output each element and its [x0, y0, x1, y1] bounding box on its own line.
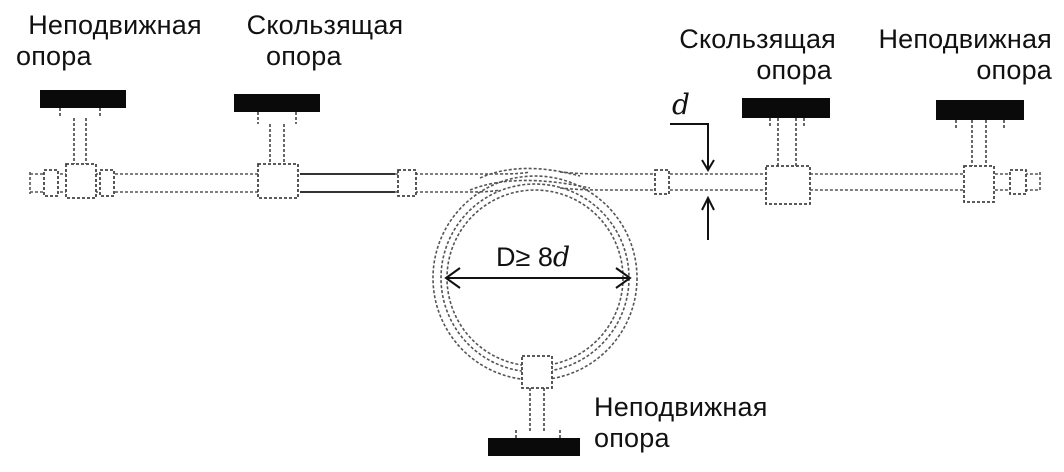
fixed-support-left — [40, 90, 126, 199]
sliding-support-left — [234, 94, 320, 199]
label-line2: опора — [756, 55, 832, 85]
label-line2: опора — [976, 55, 1052, 85]
label-line2: опора — [266, 41, 342, 71]
diameter-label-variable: d — [552, 242, 571, 273]
label-line1: Скользящая — [679, 24, 836, 54]
label-line1: Неподвижная — [594, 392, 768, 422]
sliding-support-left-label: Скользящая опора — [232, 10, 418, 72]
sliding-support-right — [742, 98, 830, 205]
main-pipe — [29, 169, 1041, 197]
fixed-support-left-label: Неподвижная опора — [8, 10, 222, 72]
sliding-support-right-label: Скользящая опора — [646, 24, 836, 86]
fixed-support-right-label: Неподвижная опора — [842, 24, 1052, 86]
label-line1: Неподвижная — [28, 10, 202, 40]
expansion-loop — [432, 167, 638, 381]
label-line1: Скользящая — [246, 10, 404, 40]
label-line2: опора — [594, 423, 670, 453]
fixed-support-right — [936, 100, 1024, 203]
label-line1: Неподвижная — [878, 24, 1052, 54]
pipe-dimension — [670, 123, 715, 240]
fixed-support-bottom-label: Неподвижная опора — [594, 392, 814, 454]
diameter-dimension — [444, 267, 632, 289]
diameter-label-prefix: D≥ 8 — [496, 242, 553, 272]
label-line2: опора — [16, 41, 92, 71]
fixed-support-bottom — [488, 355, 580, 456]
pipe-dimension-label: d — [672, 88, 690, 121]
diameter-label: D≥ 8d — [496, 242, 570, 273]
